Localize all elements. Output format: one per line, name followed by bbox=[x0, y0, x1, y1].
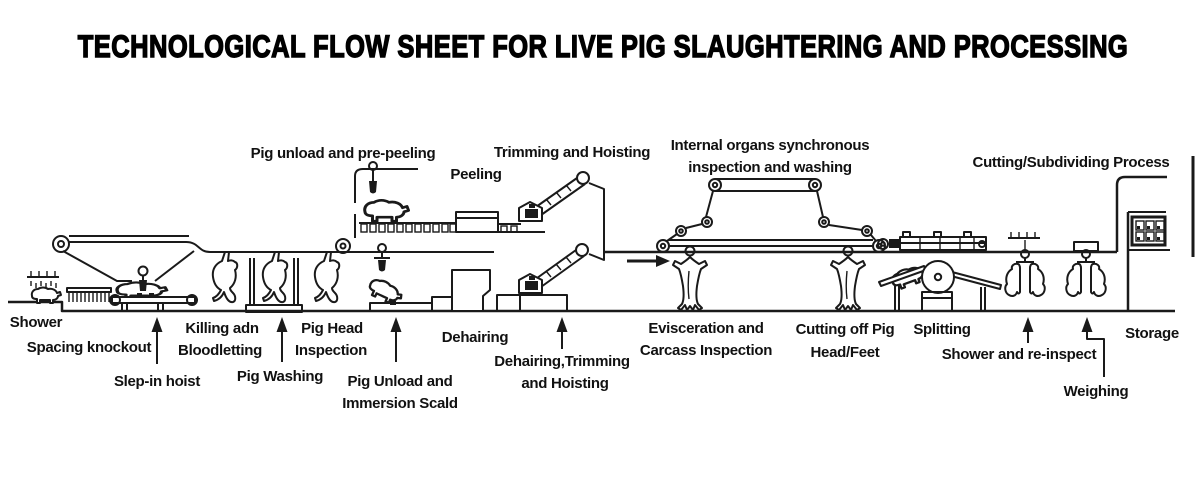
storage-doorway bbox=[1126, 156, 1195, 311]
flow-arrow bbox=[627, 255, 670, 267]
label-scald-1: Pig Unload and bbox=[348, 373, 453, 390]
label-storage: Storage bbox=[1125, 325, 1179, 342]
label-weighing: Weighing bbox=[1064, 383, 1129, 400]
label-killing-1: Killing adn bbox=[185, 320, 259, 337]
knockout-fence bbox=[66, 287, 112, 302]
pre-peeling-conveyor bbox=[359, 198, 545, 233]
label-spacing-knockout: Spacing knockout bbox=[27, 339, 152, 356]
label-peeling: Peeling bbox=[450, 166, 501, 183]
hanging-pig-washing bbox=[261, 251, 289, 304]
rail-pulley-unload bbox=[335, 238, 351, 254]
hanging-pig-killing bbox=[211, 251, 239, 304]
floor-line bbox=[8, 300, 1175, 313]
peeling-machine bbox=[455, 211, 499, 233]
washing-cabinet bbox=[245, 258, 303, 313]
label-cutting-head-1: Cutting off Pig bbox=[796, 321, 895, 338]
label-scald-2: Immersion Scald bbox=[342, 395, 458, 412]
label-head-inspection-1: Pig Head bbox=[301, 320, 363, 337]
pointer-arrows bbox=[151, 317, 1105, 377]
svg-text:TECHNOLOGICAL FLOW SHEET FOR L: TECHNOLOGICAL FLOW SHEET FOR LIVE PIG SL… bbox=[78, 29, 1128, 64]
immersion-scald-tank bbox=[365, 275, 453, 312]
shower-station bbox=[27, 271, 62, 304]
label-slep-in-hoist: Slep-in hoist bbox=[114, 373, 200, 390]
transfer-chute bbox=[588, 182, 605, 261]
lower-hoist-conveyor bbox=[518, 243, 589, 294]
label-pig-washing: Pig Washing bbox=[237, 368, 323, 385]
page-title: TECHNOLOGICAL FLOW SHEET FOR LIVE PIG SL… bbox=[77, 29, 1128, 66]
storage-door bbox=[1130, 215, 1167, 247]
label-dehair-trim-2: and Hoisting bbox=[521, 375, 608, 392]
reinspect-shower bbox=[1005, 232, 1044, 296]
label-pre-peeling: Pig unload and pre-peeling bbox=[251, 145, 436, 162]
label-dehair-trim-1: Dehairing,Trimming bbox=[494, 353, 630, 370]
label-cutting-head-2: Head/Feet bbox=[811, 344, 880, 361]
label-evisceration-1: Evisceration and bbox=[648, 320, 763, 337]
label-killing-2: Bloodletting bbox=[178, 342, 262, 359]
hoist-hook bbox=[137, 265, 149, 291]
carcass-head-feet bbox=[830, 245, 866, 311]
empty-hook-trolley bbox=[374, 243, 390, 272]
upper-hoist-conveyor bbox=[518, 171, 590, 222]
label-shower: Shower bbox=[10, 314, 63, 331]
cutting-conveyor bbox=[877, 231, 987, 251]
label-dehairing: Dehairing bbox=[442, 329, 509, 346]
carcass-halves-shower bbox=[1005, 250, 1044, 296]
pre-peeling-hook bbox=[368, 161, 378, 194]
pig-under-shower bbox=[30, 286, 62, 304]
hanging-pig-inspection bbox=[313, 251, 341, 304]
pre-peeling-line bbox=[354, 161, 418, 238]
label-splitting: Splitting bbox=[913, 321, 970, 338]
splitting-saw bbox=[878, 260, 1002, 312]
carcass-halves-weighing bbox=[1066, 250, 1105, 296]
label-shower-reinspect: Shower and re-inspect bbox=[942, 346, 1097, 363]
label-cutting-subdividing: Cutting/Subdividing Process bbox=[973, 154, 1170, 171]
label-head-inspection-2: Inspection bbox=[295, 342, 367, 359]
step-in-hoist-table bbox=[109, 265, 198, 311]
label-internal-organs-2: inspection and washing bbox=[688, 159, 852, 176]
weighing-trolley bbox=[1066, 241, 1105, 296]
inspection-conveyor bbox=[656, 178, 886, 253]
label-internal-organs-1: Internal organs synchronous bbox=[671, 137, 870, 154]
pig-on-conveyor bbox=[363, 198, 410, 223]
label-trimming-hoisting: Trimming and Hoisting bbox=[494, 144, 650, 161]
dehairing-machine bbox=[451, 269, 568, 312]
overhead-conveyor-start bbox=[52, 235, 494, 282]
carcass-evisceration bbox=[672, 245, 708, 311]
label-evisceration-2: Carcass Inspection bbox=[640, 342, 772, 359]
